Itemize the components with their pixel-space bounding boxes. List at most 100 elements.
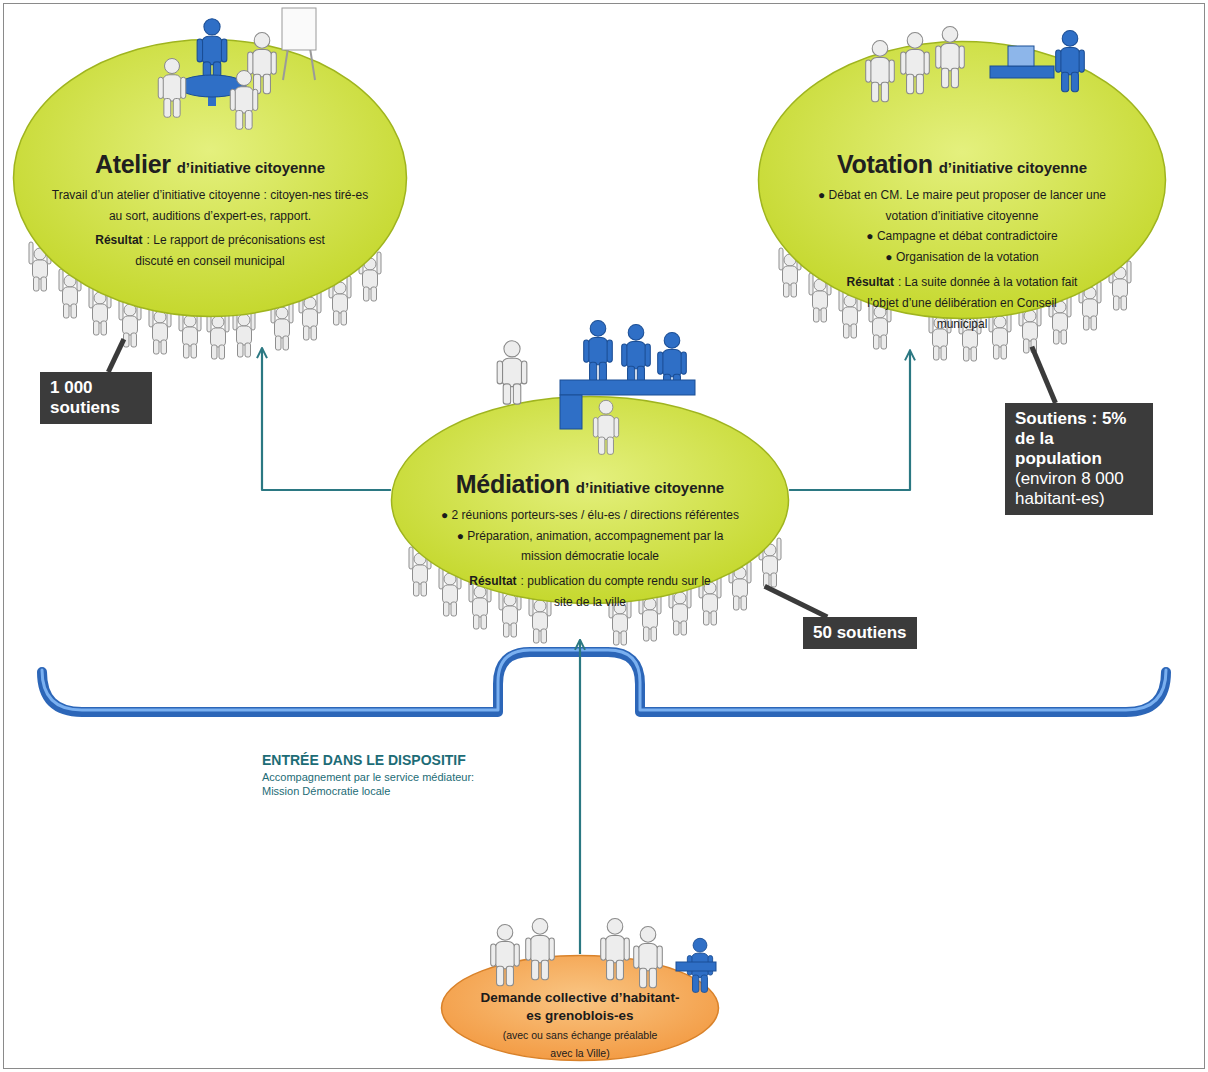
label-box: Accompagnement par le service médiateur:… <box>262 771 477 799</box>
person-figure <box>526 919 555 980</box>
node-text: Demande collective d’habitant-es grenobl… <box>481 990 680 1023</box>
platform-surface <box>440 954 720 1062</box>
node-text: ● 2 réunions porteurs-ses / élu-es / dir… <box>441 508 739 522</box>
text-column: Votation d’initiative citoyenne ● Débat en… <box>757 150 1167 333</box>
text-group: (environ 8 000 habitant-es) <box>1015 469 1143 509</box>
platform-ellipse <box>442 956 719 1061</box>
text-group: ● 2 réunions porteurs-ses / élu-es / dir… <box>441 504 739 525</box>
text-column: Demande collective d’habitant-es grenobl… <box>440 988 720 1062</box>
node-text: Travail d’un atelier d’initiative citoye… <box>52 188 368 223</box>
node-text: : Le rapport de préconisations est discu… <box>135 233 324 268</box>
label-box: ENTRÉE DANS LE DISPOSITIF <box>262 752 562 768</box>
callout-text: Soutiens : 5% de la population <box>1015 409 1143 469</box>
person-figure <box>634 927 663 988</box>
platform-atelier: Atelier d’initiative citoyenneTravail d’u… <box>12 38 408 353</box>
text-group: Résultat: La suite donnée à la votation … <box>842 271 1082 333</box>
text-column: Médiation d’initiative citoyenne ● 2 réuni… <box>390 470 790 612</box>
mediation-scene <box>497 321 695 455</box>
person-figure <box>584 321 613 382</box>
platform-title: Votation <box>837 150 933 178</box>
node-text: ● Organisation de la votation <box>885 250 1038 264</box>
platform-mediation: Médiation d’initiative citoyenne ● 2 réuni… <box>390 395 790 640</box>
leader-line <box>1032 347 1056 403</box>
entry-tube-highlight <box>42 650 1166 710</box>
flow-arrow <box>789 350 910 490</box>
text-group: (avec ou sans échange préalable avec la … <box>493 1025 668 1062</box>
node-text: Résultat <box>847 275 894 289</box>
round-table <box>178 75 246 97</box>
meeting-table <box>560 395 582 429</box>
person-figure <box>1056 31 1085 92</box>
person-figure <box>491 925 520 986</box>
callout-text: 50 soutiens <box>813 623 907 643</box>
node-text: : La suite donnée à la votation fait l’o… <box>867 275 1077 331</box>
supporter-figure <box>207 310 229 359</box>
platform-title: d’initiative citoyenne <box>177 159 325 176</box>
node-text: ● Débat en CM. Le maire peut proposer de… <box>818 188 1106 223</box>
node-text: Résultat <box>469 574 516 588</box>
text-group: Atelier d’initiative citoyenne <box>95 150 325 179</box>
person-figure <box>197 19 227 82</box>
callout-box: 50 soutiens <box>803 617 917 649</box>
person-figure <box>230 71 258 130</box>
node-text: ● Campagne et débat contradictoire <box>866 229 1057 243</box>
text-group: ● Préparation, animation, accompagnement… <box>445 525 735 567</box>
workshop-scene <box>158 8 316 129</box>
text-group: Résultat : publication du compte rendu su… <box>460 570 720 612</box>
node-text: ● Préparation, animation, accompagnement… <box>457 529 724 564</box>
table-leg <box>208 90 216 106</box>
platform-title: Médiation <box>456 470 570 498</box>
callout-text: (environ 8 000 habitant-es) <box>1015 469 1143 509</box>
person-figure <box>158 59 186 118</box>
text-group: Résultat: Le rapport de préconisations e… <box>85 229 335 271</box>
person-figure <box>497 341 527 404</box>
vote-scene <box>866 27 1085 102</box>
text-group: Soutiens : 5% de la population <box>1015 409 1143 469</box>
text-group: 1 000 soutiens <box>50 378 142 418</box>
platform-title: Atelier <box>95 150 171 178</box>
section-note: Accompagnement par le service médiateur:… <box>262 771 477 799</box>
text-group: Votation d’initiative citoyenne <box>837 150 1087 179</box>
vote-desk <box>990 66 1054 78</box>
callout-text: 1 000 soutiens <box>50 378 142 418</box>
text-group: ● Organisation de la votation <box>885 246 1038 267</box>
request-scene <box>491 919 716 993</box>
flow-arrow <box>579 640 581 954</box>
text-group: Demande collective d’habitant-es grenobl… <box>480 988 680 1025</box>
callout-box: Soutiens : 5% de la population(environ 8… <box>1005 403 1153 515</box>
person-figure <box>658 333 687 394</box>
person-figure <box>936 27 965 88</box>
meeting-table <box>560 380 695 395</box>
leader-line <box>765 586 828 617</box>
entry-tube <box>42 652 1166 712</box>
node-text: : publication du compte rendu sur le sit… <box>521 574 711 609</box>
platform-ellipse <box>14 40 407 317</box>
person-figure <box>248 33 277 94</box>
person-figure <box>622 325 651 386</box>
request-platform: Demande collective d’habitant-es grenobl… <box>440 954 720 1062</box>
platform-ellipse <box>392 397 789 604</box>
flow-arrow <box>262 348 391 490</box>
person-figure <box>866 41 895 102</box>
node-text: Résultat <box>95 233 142 247</box>
text-column: Atelier d’initiative citoyenneTravail d’u… <box>12 150 408 271</box>
text-group: ● Débat en CM. Le maire peut proposer de… <box>812 184 1112 226</box>
platform-votation: Votation d’initiative citoyenne ● Débat en… <box>757 40 1167 355</box>
callout-box: 1 000 soutiens <box>40 372 152 424</box>
text-group: 50 soutiens <box>813 623 907 643</box>
text-group: Travail d’un atelier d’initiative citoye… <box>45 184 375 226</box>
leader-line <box>108 339 124 372</box>
platform-title: d’initiative citoyenne <box>576 479 724 496</box>
flipchart <box>282 8 316 50</box>
person-figure <box>901 33 930 94</box>
desk <box>676 962 716 971</box>
flipchart-leg <box>310 48 315 80</box>
text-group: ● Campagne et débat contradictoire <box>866 225 1057 246</box>
person-figure <box>601 919 630 980</box>
frame-border <box>4 4 1205 1069</box>
platform-title: d’initiative citoyenne <box>939 159 1087 176</box>
ballot-box <box>1008 46 1034 66</box>
flipchart-leg <box>283 48 288 80</box>
person-figure <box>593 400 618 454</box>
